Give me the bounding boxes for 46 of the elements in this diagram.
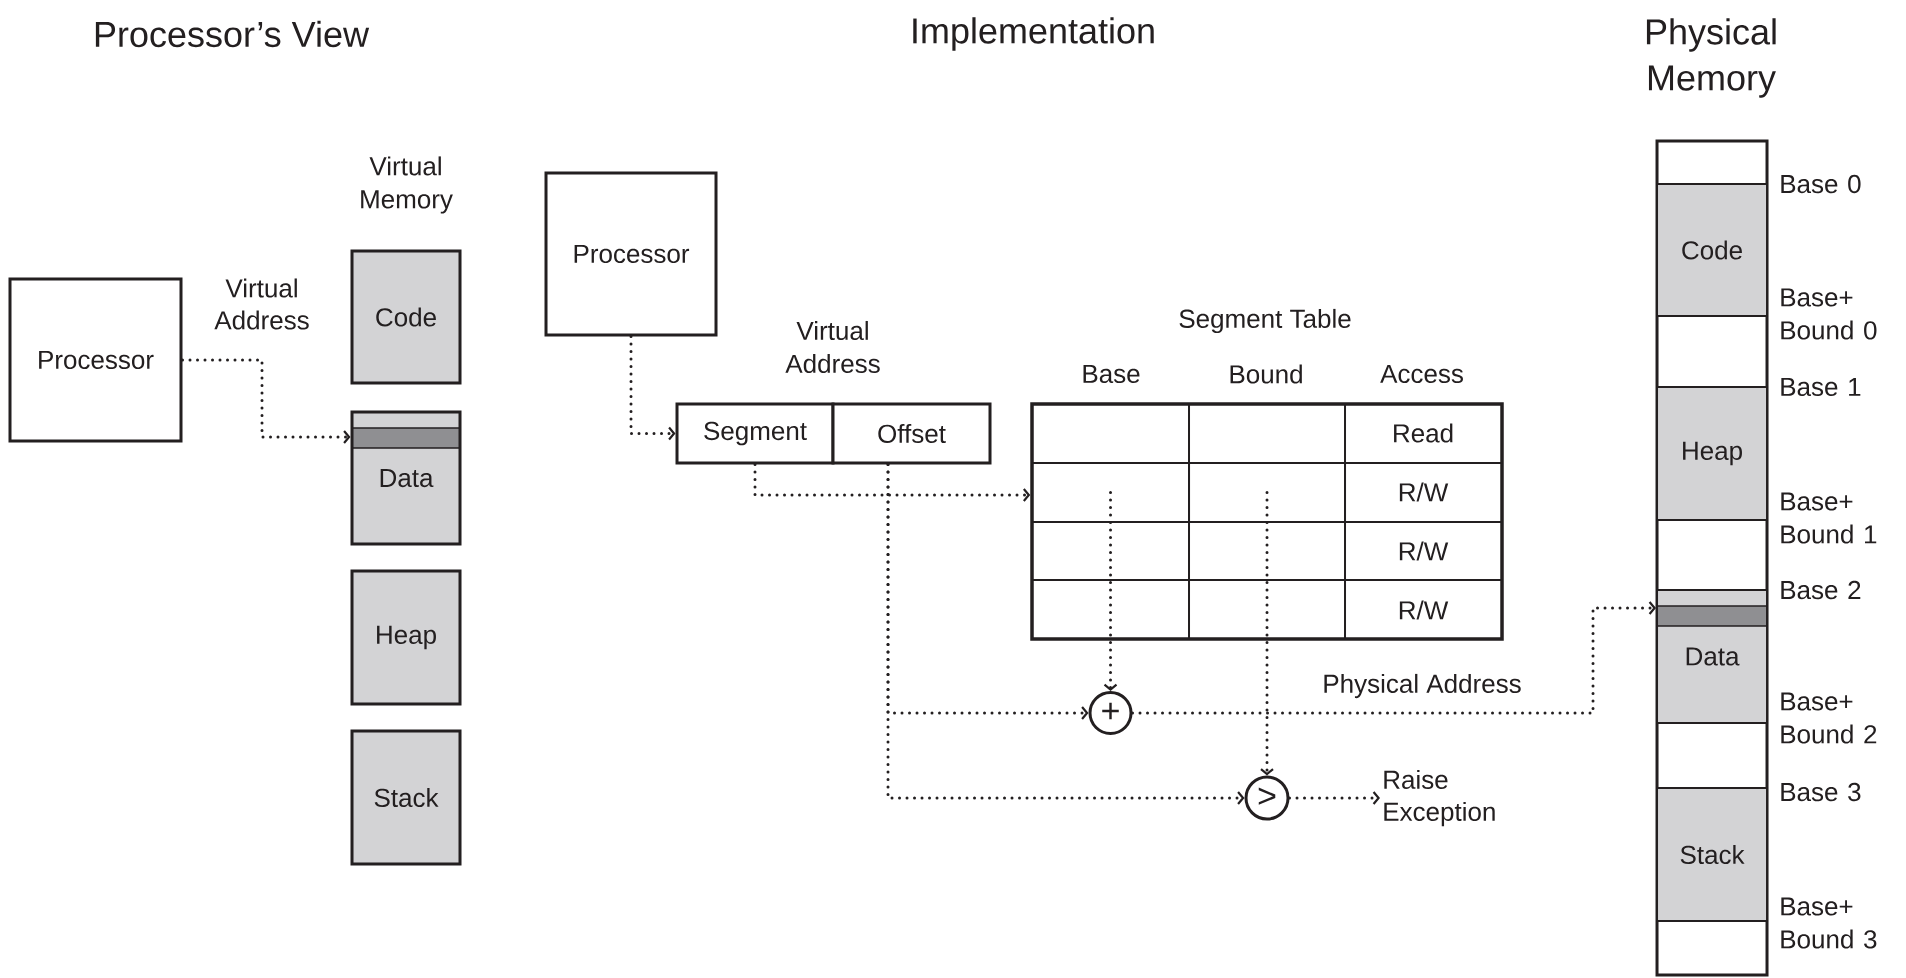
- edge-label: Virtual Address: [195, 276, 329, 332]
- edge-label: Physical Address: [1320, 671, 1524, 701]
- arrow: [629, 335, 676, 441]
- arrow: [1260, 491, 1274, 776]
- memory-segment: Stack: [350, 729, 462, 866]
- exception-text: Raise Exception: [1384, 769, 1495, 827]
- table-cell: Read: [1394, 423, 1453, 443]
- memory-segment: Code: [350, 249, 462, 385]
- arrow: [1288, 791, 1380, 805]
- table-title: Segment Table: [1179, 308, 1351, 334]
- memory-segment: Heap: [1656, 386, 1768, 521]
- table-cell: R/W: [1399, 541, 1449, 561]
- section-heading: Processor’s View: [95, 20, 370, 48]
- address-label: Base+ Bound 3: [1781, 897, 1877, 949]
- table-cell: [1188, 462, 1346, 523]
- arrow: [181, 358, 351, 444]
- arrow: [1103, 491, 1118, 691]
- address-label: Base 3: [1781, 782, 1861, 802]
- address-label: Base+ Bound 2: [1781, 692, 1877, 744]
- field-label: Virtual Address: [785, 320, 880, 374]
- memory-segment: Stack: [1656, 787, 1768, 922]
- table-cell: [1031, 462, 1190, 523]
- memory-segment: Data: [1656, 589, 1768, 724]
- address-label: Base 1: [1781, 377, 1861, 397]
- address-field: Segment: [675, 402, 835, 465]
- column-header: Access: [1380, 364, 1463, 384]
- arrow: [753, 463, 1031, 502]
- column-label: Virtual Memory: [361, 156, 453, 214]
- table-cell: R/W: [1399, 482, 1449, 502]
- column-header: Bound: [1230, 364, 1302, 384]
- address-label: Base+ Bound 0: [1781, 288, 1877, 340]
- address-label: Base 2: [1781, 580, 1861, 600]
- memory-segment: Code: [1656, 183, 1768, 317]
- memory-segment: Data: [350, 410, 462, 546]
- address-label: Base 0: [1781, 174, 1861, 194]
- section-heading: Implementation: [913, 17, 1154, 51]
- address-label: Base+ Bound 1: [1781, 492, 1877, 544]
- address-field: Offset: [831, 402, 992, 465]
- arrow: [886, 463, 1245, 805]
- processor-box: Processor: [8, 277, 183, 443]
- column-header: Base: [1083, 364, 1140, 384]
- processor-box: Processor: [544, 171, 718, 337]
- section-heading: Physical Memory: [1646, 18, 1776, 98]
- table-cell: R/W: [1399, 600, 1449, 620]
- memory-segment: Heap: [350, 569, 462, 706]
- arrow: [1131, 601, 1656, 715]
